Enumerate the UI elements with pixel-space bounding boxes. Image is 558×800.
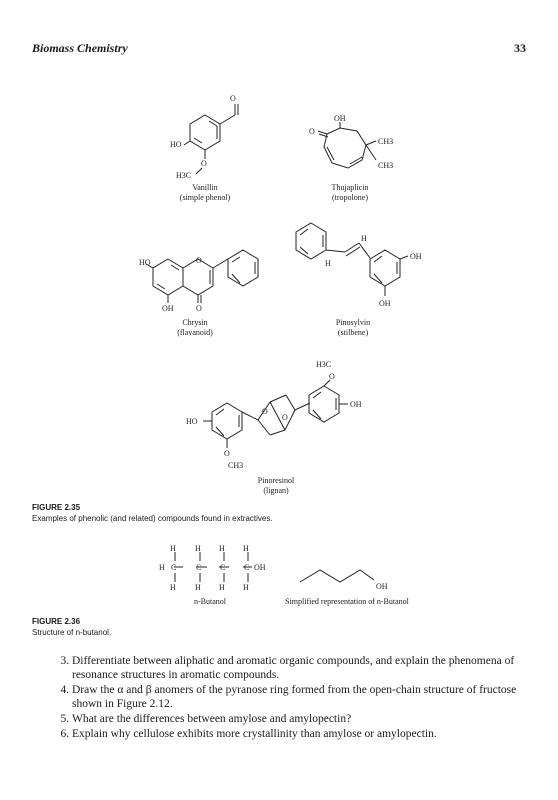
- svg-text:H: H: [219, 583, 225, 592]
- svg-text:OH: OH: [162, 304, 174, 313]
- vanillin-caption: Vanillin(simple phenol): [179, 183, 231, 202]
- running-title: Biomass Chemistry: [32, 41, 128, 55]
- page-number: 33: [514, 41, 526, 55]
- thujaplicin-caption: Thujaplicin(tropolone): [331, 183, 369, 202]
- svg-text:H: H: [219, 544, 225, 553]
- svg-text:C: C: [220, 563, 225, 572]
- svg-text:C: C: [171, 563, 176, 572]
- svg-text:O: O: [201, 159, 207, 168]
- svg-text:H: H: [243, 544, 249, 553]
- svg-text:H: H: [195, 544, 201, 553]
- svg-text:HO: HO: [139, 258, 151, 267]
- svg-text:OH: OH: [379, 299, 391, 308]
- svg-text:OH: OH: [410, 252, 422, 261]
- pinosylvin-caption: Pinosylvin(stilbene): [335, 318, 371, 337]
- svg-text:O: O: [196, 256, 202, 265]
- butanol-structure: [174, 552, 375, 583]
- pinosylvin-structure: [295, 222, 409, 296]
- svg-text:O: O: [196, 304, 202, 313]
- svg-text:H3C: H3C: [176, 171, 191, 180]
- svg-text:H: H: [361, 234, 367, 243]
- svg-text:O: O: [224, 449, 230, 458]
- svg-text:OH: OH: [334, 114, 346, 123]
- svg-text:HO: HO: [170, 140, 182, 149]
- svg-text:H: H: [170, 544, 176, 553]
- svg-text:H: H: [195, 583, 201, 592]
- svg-text:CH3: CH3: [228, 461, 243, 470]
- butanol-simplified-caption: Simplified representation of n-Butanol: [285, 597, 409, 606]
- svg-text:CH3: CH3: [378, 137, 393, 146]
- pinoresinol-structure: [203, 379, 348, 448]
- chrysin-structure: [145, 249, 259, 303]
- svg-text:O: O: [309, 127, 315, 136]
- svg-text:O: O: [329, 372, 335, 381]
- figure-2-36-caption: Structure of n-butanol.: [32, 628, 112, 637]
- svg-text:H: H: [243, 583, 249, 592]
- svg-text:OH: OH: [376, 582, 388, 591]
- svg-text:H: H: [325, 259, 331, 268]
- svg-text:H: H: [159, 563, 165, 572]
- vanillin-structure: [183, 104, 239, 175]
- svg-text:H3C: H3C: [316, 360, 331, 369]
- chrysin-caption: Chrysin(flavanoid): [177, 318, 213, 337]
- figure-2-35-label: FIGURE 2.35: [32, 503, 81, 512]
- svg-text:C: C: [244, 563, 249, 572]
- figure-2-35-caption: Examples of phenolic (and related) compo…: [32, 514, 273, 523]
- figure-2-36-label: FIGURE 2.36: [32, 617, 81, 626]
- svg-text:HO: HO: [186, 417, 198, 426]
- question-item: Draw the α and β anomers of the pyranose…: [72, 683, 522, 711]
- svg-text:O: O: [230, 94, 236, 103]
- svg-text:O: O: [282, 413, 288, 422]
- svg-text:H: H: [170, 583, 176, 592]
- butanol-caption: n-Butanol: [194, 597, 226, 606]
- svg-text:O: O: [262, 407, 268, 416]
- svg-text:OH: OH: [254, 563, 266, 572]
- svg-text:CH3: CH3: [378, 161, 393, 170]
- svg-text:C: C: [196, 563, 201, 572]
- thujaplicin-structure: [317, 122, 377, 169]
- question-list: Differentiate between aliphatic and arom…: [52, 654, 522, 742]
- question-item: Explain why cellulose exhibits more crys…: [72, 727, 522, 741]
- svg-text:OH: OH: [350, 400, 362, 409]
- question-item: What are the differences between amylose…: [72, 712, 522, 726]
- question-item: Differentiate between aliphatic and arom…: [72, 654, 522, 682]
- pinoresinol-caption: Pinoresinol(lignan): [257, 476, 295, 495]
